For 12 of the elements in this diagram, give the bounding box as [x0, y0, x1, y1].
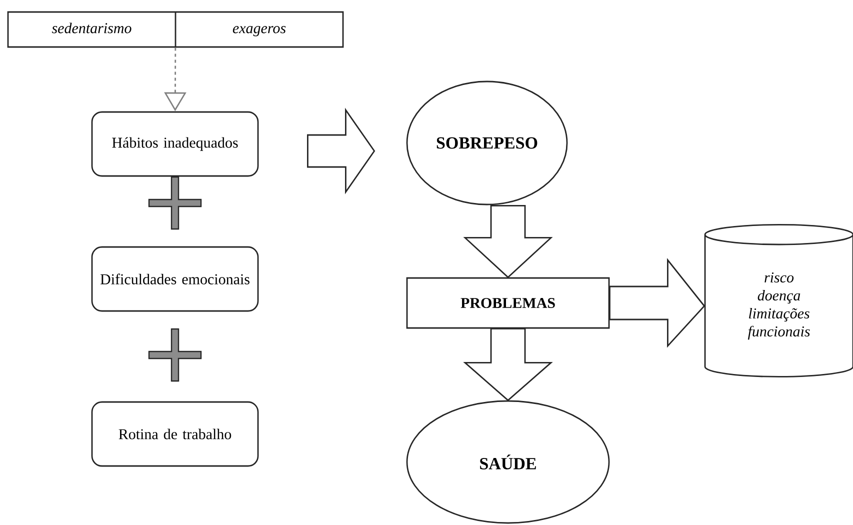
rounded-box: Rotina de trabalho	[91, 401, 259, 467]
rounded-box: Dificuldades emocionais	[91, 246, 259, 312]
block-arrow	[463, 328, 553, 402]
block-arrow	[307, 108, 376, 194]
rounded-box: Hábitos inadequados	[91, 111, 259, 177]
process-box: PROBLEMAS	[406, 277, 610, 329]
category-bar: sedentarismo exageros	[7, 11, 344, 48]
ellipse-node: SOBREPESO	[406, 80, 568, 206]
block-arrow	[609, 258, 706, 348]
cylinder: risco doença limitações funcionais	[704, 224, 853, 378]
ellipse-node: SAÚDE	[406, 400, 610, 524]
block-arrow	[463, 205, 553, 278]
